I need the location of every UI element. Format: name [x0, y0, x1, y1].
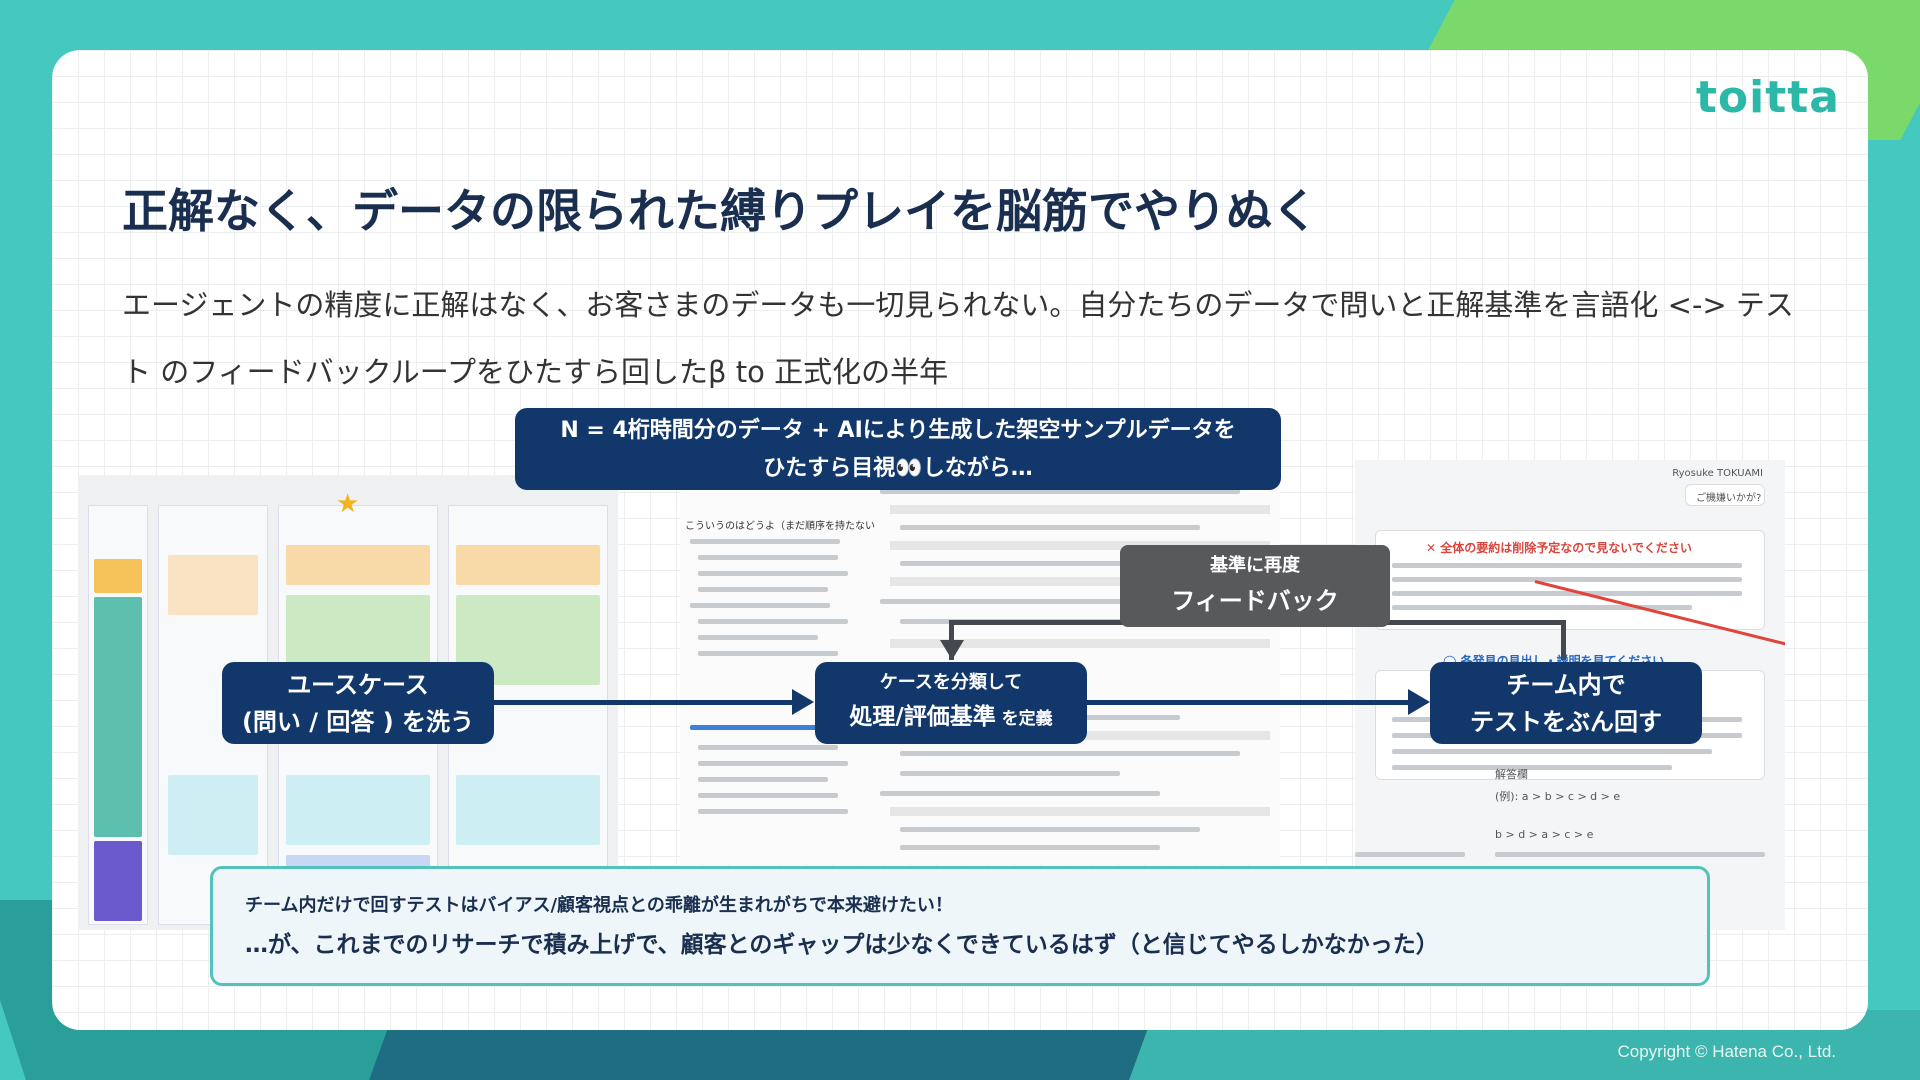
chat-user-name: Ryosuke TOKUAMI — [1672, 468, 1763, 479]
classify-box: ケースを分類して 処理/評価基準 を定義 — [815, 662, 1087, 744]
team-test-box: チーム内で テストをぶん回す — [1430, 662, 1702, 744]
data-callout-line1: N = 4桁時間分のデータ + AIにより生成した架空サンプルデータを — [560, 418, 1236, 443]
slide-title: 正解なく、データの限られた縛りプレイを脳筋でやりぬく — [122, 184, 1318, 238]
board-card — [286, 775, 430, 845]
caveat-line2: …が、これまでのリサーチで積み上げで、顧客とのギャップは少なくできているはず（と… — [245, 932, 1439, 958]
data-callout-line2: ひたすら目視👀しながら… — [763, 456, 1033, 481]
doc-heading: こういうのはどうよ（まだ順序を持たない — [685, 521, 875, 532]
board-card — [94, 841, 142, 921]
data-callout: N = 4桁時間分のデータ + AIにより生成した架空サンプルデータを ひたすら… — [515, 408, 1281, 490]
classify-criteria: 処理/評価基準 — [849, 704, 996, 730]
chat-warning: ✕ 全体の要約は削除予定なので見ないでください — [1426, 541, 1692, 555]
board-card — [286, 545, 430, 585]
chat-question-bubble: ご機嫌いかが? — [1685, 484, 1765, 506]
toitta-logo: toitta — [1695, 72, 1840, 123]
feedback-line1: 基準に再度 — [1210, 555, 1300, 576]
answer-example: (例): a > b > c > d > e — [1495, 790, 1621, 803]
chat-question: ご機嫌いかが? — [1696, 493, 1762, 504]
star-icon: ★ — [336, 489, 360, 519]
classify-line1: ケースを分類して — [879, 672, 1023, 693]
usecase-line2: (問い / 回答 ) を洗う — [241, 708, 475, 736]
flow-arrow-2-head — [1408, 689, 1430, 715]
board-screenshot: ★ — [78, 475, 618, 930]
usecase-line1: ユースケース — [287, 671, 429, 699]
classify-line2: 処理/評価基準 を定義 — [815, 698, 1087, 738]
answer-label: 解答欄 — [1495, 768, 1528, 781]
team-line1: チーム内で — [1506, 671, 1626, 699]
board-card — [168, 775, 258, 855]
feedback-box: 基準に再度 フィードバック — [1120, 545, 1390, 627]
board-card — [456, 545, 600, 585]
feedback-arrow-head — [940, 640, 964, 660]
board-card — [94, 559, 142, 593]
slide-description: エージェントの精度に正解はなく、お客さまのデータも一切見られない。自分たちのデー… — [122, 288, 1794, 389]
classify-define: を定義 — [995, 709, 1053, 729]
caveat-line1: チーム内だけで回すテストはバイアス/顧客視点との乖離が生まれがちで本来避けたい！ — [245, 895, 953, 916]
flow-arrow-2 — [1087, 700, 1409, 705]
flow-arrow-1 — [494, 700, 794, 705]
team-line2: テストをぶん回す — [1470, 708, 1662, 736]
chat-answer-bubble: ✕ 全体の要約は削除予定なので見ないでください — [1375, 530, 1765, 630]
flow-arrow-1-head — [792, 689, 814, 715]
document-screenshot: こういうのはどうよ（まだ順序を持たない — [680, 475, 1280, 865]
answer-value: b > d > a > c > e — [1495, 828, 1594, 841]
caveat-note: チーム内だけで回すテストはバイアス/顧客視点との乖離が生まれがちで本来避けたい！… — [210, 866, 1710, 986]
board-card — [94, 597, 142, 837]
feedback-line2: フィードバック — [1171, 587, 1339, 615]
usecase-box: ユースケース (問い / 回答 ) を洗う — [222, 662, 494, 744]
board-card — [456, 775, 600, 845]
copyright: Copyright © Hatena Co., Ltd. — [1617, 1042, 1836, 1061]
board-card — [168, 555, 258, 615]
